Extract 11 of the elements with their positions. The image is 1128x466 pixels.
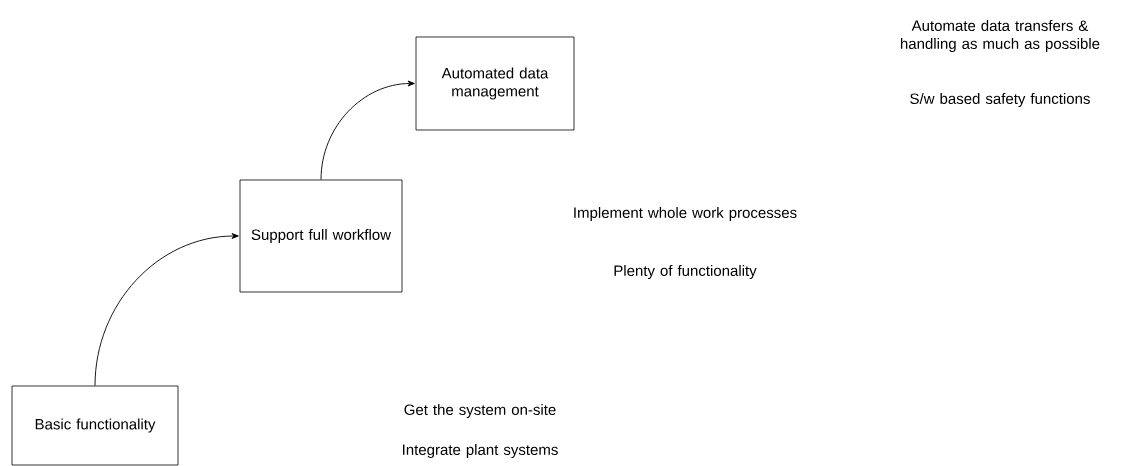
curved-arrow	[94, 233, 239, 387]
note-text: S/w based safety functions	[910, 93, 1090, 107]
curved-arrow	[320, 80, 415, 181]
note-text: Plenty of functionality	[614, 265, 757, 279]
note-text: Integrate plant systems	[403, 444, 558, 458]
process-box: Automated data management	[415, 36, 575, 131]
note-text: Get the system on-site	[404, 404, 556, 418]
process-box: Support full workflow	[239, 179, 403, 293]
process-box: Basic functionality	[11, 385, 179, 466]
note-text: Implement whole work processes	[574, 207, 797, 221]
note-text: Automate data transfers & handling as much as possible	[900, 20, 1100, 52]
